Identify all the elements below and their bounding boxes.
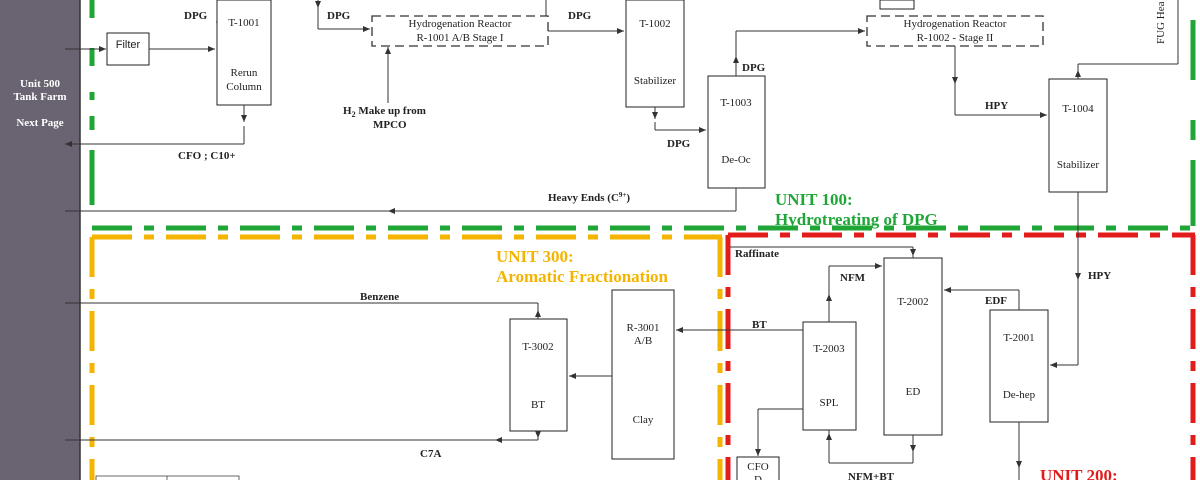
unit-300-subtitle: Aromatic Fractionation — [496, 267, 669, 286]
legend-box-edge — [95, 475, 240, 480]
t2002-tag: T-2002 — [897, 296, 928, 308]
r3001-name: Clay — [633, 414, 654, 426]
stream-edf: EDF — [985, 295, 1007, 307]
t1004-column — [1048, 78, 1108, 193]
t2001-tag: T-2001 — [1003, 332, 1034, 344]
r3001-tag-1: R-3001 — [627, 322, 660, 334]
t1004-tag: T-1004 — [1062, 103, 1094, 115]
h2-makeup-line-1: H2 Make up from — [343, 105, 426, 119]
r1002-title: Hydrogenation Reactor — [904, 18, 1007, 30]
t1001-column — [216, 0, 272, 106]
r3001-clay-treater — [611, 289, 675, 460]
unit-100-title: UNIT 100: — [775, 190, 853, 209]
r1002-top-box — [879, 0, 915, 10]
stream-nfm-bt: NFM+BT — [848, 471, 895, 480]
t1003-column — [707, 75, 766, 189]
stream-heavy-ends: Heavy Ends (C9+) — [548, 191, 630, 204]
t3002-name: BT — [531, 399, 545, 411]
unit-200-title: UNIT 200: — [1040, 466, 1118, 480]
t2003-name: SPL — [820, 397, 839, 409]
h2-makeup-line-2: MPCO — [373, 119, 407, 131]
stream-dpg-3: DPG — [568, 10, 592, 22]
stream-nfm: NFM — [840, 272, 866, 284]
r3001-tag-2: A/B — [634, 335, 652, 347]
stream-dpg-1: DPG — [184, 10, 208, 22]
t1002-name: Stabilizer — [634, 75, 676, 87]
stream-c7a: C7A — [420, 448, 441, 460]
t2001-column — [989, 309, 1049, 423]
r1001-subtitle: R-1001 A/B Stage I — [416, 32, 503, 44]
t1001-name-1: Rerun — [231, 67, 258, 79]
panel-next-page-label: Next Page — [16, 117, 63, 129]
tank-farm-panel — [0, 0, 80, 480]
t3002-column — [509, 318, 568, 432]
t1002-column — [625, 0, 685, 108]
stream-hpy-1: HPY — [985, 100, 1008, 112]
t1002-tag: T-1002 — [639, 18, 670, 30]
stream-hpy-2: HPY — [1088, 270, 1111, 282]
r1001-title: Hydrogenation Reactor — [409, 18, 512, 30]
stream-cfo-c10: CFO ; C10+ — [178, 150, 236, 162]
t2003-column — [802, 321, 857, 431]
t1004-name: Stabilizer — [1057, 159, 1099, 171]
t2002-column — [883, 257, 943, 436]
t2001-name: De-hep — [1003, 389, 1036, 401]
unit-100-boundary — [89, 0, 1200, 231]
panel-tank-farm-label: Tank Farm — [13, 91, 66, 103]
t2002-name: ED — [906, 386, 921, 398]
panel-unit-label: Unit 500 — [20, 78, 61, 90]
stream-dpg-2: DPG — [327, 10, 351, 22]
t3002-tag: T-3002 — [522, 341, 553, 353]
t2003-tag: T-2003 — [813, 343, 845, 355]
t1003-tag: T-1003 — [720, 97, 752, 109]
unit-100-subtitle: Hydrotreating of DPG — [775, 210, 938, 229]
cfo-drum — [736, 456, 780, 480]
t1003-name: De-Oc — [721, 154, 750, 166]
stream-raffinate: Raffinate — [735, 248, 779, 260]
r1001-reactor — [371, 15, 549, 47]
stream-dpg-5: DPG — [742, 62, 766, 74]
cfo-drum-label: CFO — [747, 461, 768, 473]
stream-benzene: Benzene — [360, 291, 399, 303]
filter-box — [106, 32, 150, 66]
t1001-name-2: Column — [226, 81, 262, 93]
r1002-subtitle: R-1002 - Stage II — [917, 32, 994, 44]
cfo-drum-label-2: D — [754, 474, 762, 480]
stream-dpg-4: DPG — [667, 138, 691, 150]
t1001-tag: T-1001 — [228, 17, 259, 29]
unit-300-title: UNIT 300: — [496, 247, 574, 266]
filter-label: Filter — [116, 39, 141, 51]
unit-200-boundary — [725, 232, 1196, 480]
stream-fug-header: FUG Hea — [1155, 1, 1167, 44]
stream-bt: BT — [752, 319, 767, 331]
